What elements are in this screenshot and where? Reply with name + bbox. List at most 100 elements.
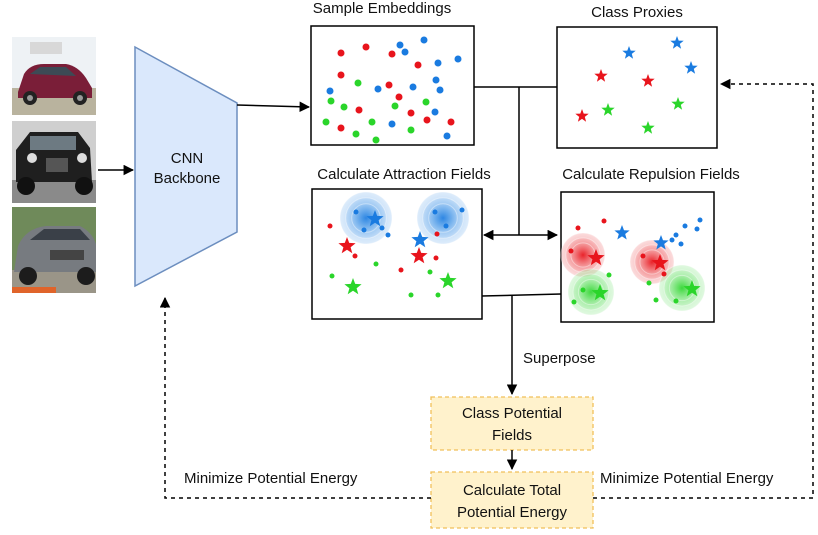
embedding-point-blue <box>436 86 444 94</box>
embedding-point-green <box>340 103 348 111</box>
attraction-point-green <box>427 269 433 275</box>
superpose-label: Superpose <box>523 350 596 367</box>
repulsion-points <box>568 217 703 305</box>
attraction-halo-blue-2-ring-3 <box>428 203 458 233</box>
minimize-energy-right-label: Minimize Potential Energy <box>600 470 774 487</box>
embedding-point-blue <box>374 85 382 93</box>
embedding-point-red <box>388 50 396 58</box>
panel-connectors <box>474 86 559 241</box>
embedding-point-green <box>372 136 380 144</box>
embedding-point-red <box>337 124 345 132</box>
embedding-point-red <box>423 116 431 124</box>
proxy-star-blue <box>622 46 636 59</box>
embedding-point-red <box>414 61 422 69</box>
embedding-point-blue <box>388 120 396 128</box>
repulsion-star-blue-1 <box>614 225 630 240</box>
proxy-star-green <box>671 97 685 110</box>
proxy-star-red <box>575 109 589 122</box>
repulsion-point-blue <box>678 241 684 247</box>
proxy-star-blue <box>684 61 698 74</box>
attraction-star-red-2 <box>410 247 428 264</box>
repulsion-point-blue <box>694 226 700 232</box>
cnn-label-line2: Backbone <box>154 170 221 187</box>
attraction-fields-title: Calculate Attraction Fields <box>317 166 490 183</box>
class-potential-fields-box <box>430 396 594 451</box>
attraction-point-blue <box>353 209 359 215</box>
proxy-star-blue <box>670 36 684 49</box>
repulsion-fields-title: Calculate Repulsion Fields <box>562 166 740 183</box>
class-proxies-title: Class Proxies <box>591 4 683 21</box>
repulsion-point-blue <box>682 223 688 229</box>
attraction-star-red-1 <box>338 237 356 254</box>
sample-embeddings-title: Sample Embeddings <box>313 0 451 17</box>
embedding-point-blue <box>326 87 334 95</box>
car-image-1 <box>12 37 96 115</box>
input-images <box>12 37 96 293</box>
embedding-point-green <box>354 79 362 87</box>
repulsion-point-blue <box>669 237 675 243</box>
embedding-point-red <box>447 118 455 126</box>
repulsion-point-red <box>661 271 667 277</box>
embedding-point-blue <box>420 36 428 44</box>
car-image-3 <box>12 207 96 293</box>
potential-label-line1: Class Potential <box>462 405 562 422</box>
total-label-line1: Calculate Total <box>463 482 561 499</box>
embedding-point-blue <box>431 108 439 116</box>
repulsion-star-red-2 <box>651 254 669 271</box>
attraction-point-red <box>327 223 333 229</box>
cnn-to-embeddings-arrow <box>236 101 311 112</box>
class-proxies-panel <box>556 26 718 149</box>
repulsion-point-green <box>653 297 659 303</box>
embedding-point-blue <box>454 55 462 63</box>
attraction-star-green-2 <box>439 272 457 289</box>
embedding-point-blue <box>432 76 440 84</box>
repulsion-point-red <box>568 248 574 254</box>
repulsion-point-green <box>673 298 679 304</box>
attraction-point-green <box>435 292 441 298</box>
feedback-to-proxies-arrow <box>593 78 814 499</box>
attraction-point-green <box>373 261 379 267</box>
embedding-point-red <box>337 71 345 79</box>
embedding-point-green <box>327 97 335 105</box>
feedback-to-cnn-arrow <box>159 296 431 499</box>
repulsion-star-green-2 <box>683 280 701 297</box>
attraction-point-red <box>433 255 439 261</box>
repulsion-point-green <box>646 280 652 286</box>
potential-label-line2: Fields <box>492 427 532 444</box>
cnn-label-line1: CNN <box>171 150 204 167</box>
embedding-point-red <box>385 81 393 89</box>
attraction-star-blue-1 <box>366 210 384 227</box>
embedding-point-blue <box>396 41 404 49</box>
embedding-points <box>322 36 462 144</box>
proxy-star-green <box>601 103 615 116</box>
attraction-points <box>327 207 465 298</box>
embedding-point-green <box>407 126 415 134</box>
repulsion-point-green <box>571 299 577 305</box>
proxy-stars <box>575 36 698 134</box>
embedding-point-blue <box>401 48 409 56</box>
embedding-point-green <box>391 102 399 110</box>
attraction-point-blue <box>379 225 385 231</box>
attraction-point-red <box>352 253 358 259</box>
repulsion-point-red <box>640 253 646 259</box>
repulsion-star-red-1 <box>587 249 605 266</box>
embedding-point-blue <box>434 59 442 67</box>
repulsion-point-green <box>580 287 586 293</box>
embedding-point-green <box>422 98 430 106</box>
superpose-connector <box>481 293 562 396</box>
repulsion-star-green-1 <box>591 284 609 301</box>
embedding-point-green <box>368 118 376 126</box>
embedding-point-red <box>355 106 363 114</box>
attraction-point-red <box>398 267 404 273</box>
embedding-point-red <box>407 109 415 117</box>
attraction-point-blue <box>443 223 449 229</box>
repulsion-star-blue-2 <box>653 235 669 250</box>
total-label-line2: Potential Energy <box>457 504 568 521</box>
minimize-energy-left-label: Minimize Potential Energy <box>184 470 358 487</box>
proxy-star-green <box>641 121 655 134</box>
attraction-point-blue <box>432 209 438 215</box>
repulsion-point-blue <box>697 217 703 223</box>
repulsion-point-blue <box>673 232 679 238</box>
proxy-star-red <box>641 74 655 87</box>
